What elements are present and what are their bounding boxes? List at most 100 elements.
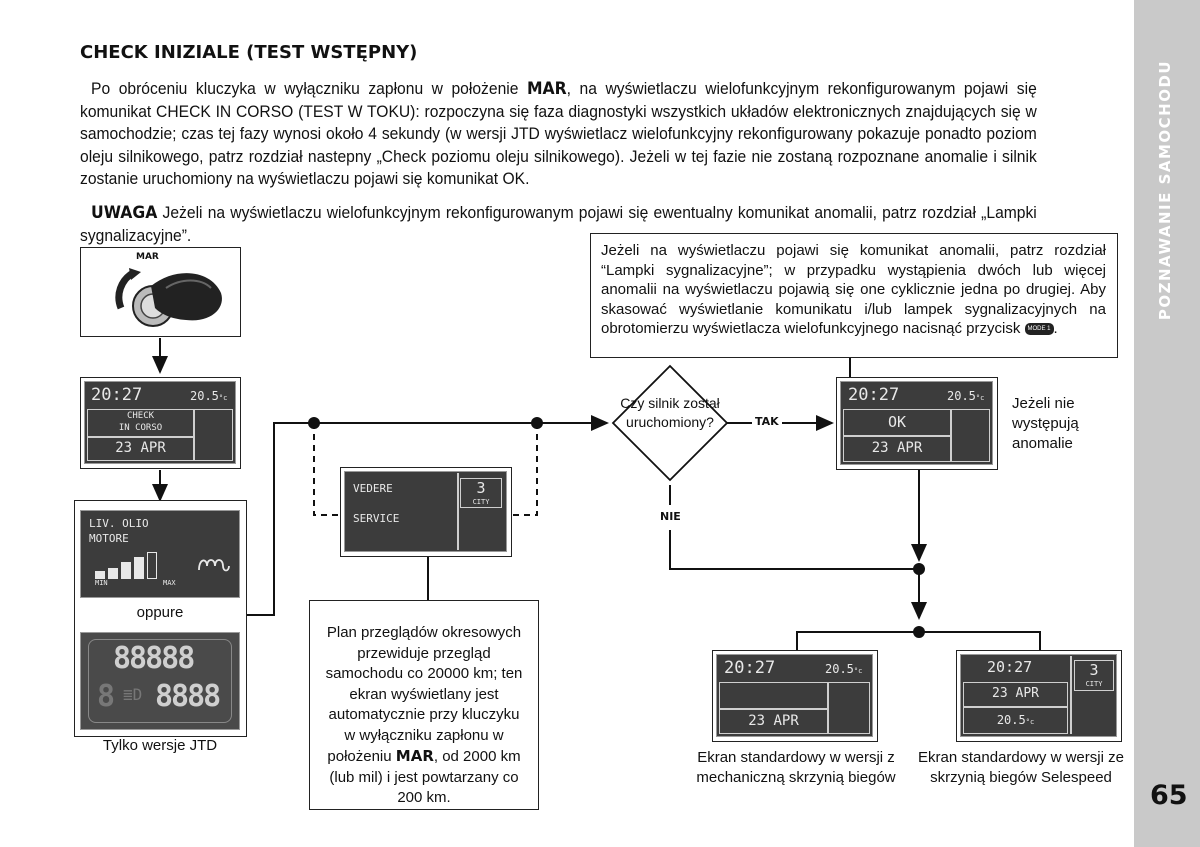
oil-level-bar [134,557,144,579]
service-gear-box: 3 CITY [460,478,502,508]
mech-side-cell [828,682,870,734]
key-position-label: MAR [136,252,159,262]
service-note-text: Plan przeglądów okresowych przewiduje pr… [322,623,526,809]
anomaly-info-text: Jeżeli na wyświetlaczu pojawi się komuni… [601,241,1106,339]
oil-min: MIN [95,579,108,587]
info-text: Jeżeli na wyświetlaczu pojawi się komuni… [601,242,1106,337]
mech-temp: 20.5°c [825,662,862,676]
ok-note: Jeżeli nie występują anomalie [1012,395,1079,452]
display-digital: 88888 8 ≣D 8888 [80,632,240,730]
ok-side-cell [951,409,990,462]
service-note-box: Plan przeglądów okresowych przewiduje pr… [309,600,539,810]
oil-level-bar [147,552,157,579]
oppure-label: oppure [136,604,184,621]
check-time: 20:27 [91,385,143,405]
decision-diamond [611,364,729,482]
check-side-cell [194,409,233,461]
ok-msg: OK [887,413,907,431]
mech-date-cell: 23 APR [719,709,828,734]
decision-question: Czy silnik został uruchomiony? [620,395,720,430]
sel-date-cell: 23 APR [963,682,1068,707]
node-merge [913,563,925,575]
sel-caption: Ekran standardowy w wersji ze skrzynią b… [918,749,1124,786]
service-note-bold: MAR [395,747,434,765]
display-ok-frame: 20:27 20.5°c OK 23 APR [836,377,998,470]
display-ok: 20:27 20.5°c OK 23 APR [840,381,993,465]
ok-date: 23 APR [871,440,923,456]
info-end: . [1053,320,1058,337]
display-check: 20:27 20.5°c CHECK IN CORSO 23 APR [84,381,236,464]
ok-time: 20:27 [848,385,900,405]
sel-mode: CITY [1085,680,1103,688]
digital-top: 88888 [113,641,195,676]
sel-temp-cell: 20.5°c [963,707,1068,734]
check-line1: CHECK [126,411,155,421]
service-unit: CITY [472,498,490,506]
intro-paragraph: Po obróceniu kluczyka w wyłączniku zapło… [80,78,1037,191]
anomaly-info-box: Jeżeli na wyświetlaczu pojawi się komuni… [590,233,1118,358]
warning-paragraph: UWAGA Jeżeli na wyświetlaczu wielofunkcy… [80,202,1037,247]
dash-left [313,423,345,516]
title-rest: (TEST WSTĘPNY) [239,42,418,63]
line-nie-to-node [669,530,919,570]
ignition-key-icon [115,268,222,327]
para2-after: Jeżeli na wyświetlaczu wielofunkcyjnym r… [80,203,1037,245]
decision-yes: TAK [755,415,779,428]
mode-button-icon: MODE 1 [1024,323,1054,336]
page-number: 65 [1150,780,1188,811]
title-bold: CHECK INIZIALE [80,42,240,63]
service-line2: SERVICE [353,512,400,525]
display-sel-frame: 20:27 23 APR 20.5°c 3 CITY [956,650,1122,742]
para2-bold: UWAGA [91,203,158,223]
display-mech: 20:27 20.5°c 23 APR [716,654,873,737]
display-oil-level: LIV. OLIO MOTORE MIN MAX [80,510,240,598]
sidebar-band [1134,0,1200,847]
oil-level-bar [108,568,118,579]
dash-right [512,423,538,516]
ok-temp-unit: °c [975,394,985,402]
mech-time: 20:27 [724,658,776,678]
check-date: 23 APR [115,440,166,456]
oil-line1: LIV. OLIO [89,517,149,530]
sel-temp-unit: °c [1025,718,1035,726]
mech-temp-value: 20.5 [825,662,854,676]
node-right [531,417,543,429]
display-check-frame: 20:27 20.5°c CHECK IN CORSO 23 APR [80,377,241,469]
digital-window [88,639,232,723]
sel-gear-box: 3 CITY [1074,660,1114,691]
ok-temp: 20.5°c [947,389,984,403]
ok-date-cell: 23 APR [843,436,951,462]
check-line2: IN CORSO [118,423,163,433]
mech-temp-unit: °c [853,667,863,675]
ok-temp-value: 20.5 [947,389,976,403]
digital-bottom-right: 8888 [155,679,221,714]
check-temp: 20.5°c [190,389,227,403]
display-service: VEDERE SERVICE 3 CITY [344,471,507,552]
para1-after: , na wyświetlaczu wielofunkcyjnym rekonf… [80,79,1037,188]
page-title: CHECK INIZIALE (TEST WSTĘPNY) [80,42,417,63]
sel-divider [1070,656,1072,734]
oil-level-bar [121,562,131,579]
node-left [308,417,320,429]
line-oil-to-node [240,422,314,616]
display-sel: 20:27 23 APR 20.5°c 3 CITY [960,654,1117,737]
oil-level-bar [95,571,105,579]
decision-no: NIE [660,510,681,523]
para1-before: Po obróceniu kluczyka w wyłączniku zapło… [91,79,527,98]
light-icon: ≣D [123,685,143,704]
sel-date: 23 APR [992,686,1039,701]
jtd-caption: Tylko wersje JTD [102,737,218,754]
sel-gear: 3 [1089,661,1099,679]
service-display-frame: VEDERE SERVICE 3 CITY [340,467,512,557]
check-temp-unit: °c [218,394,228,402]
sel-temp-value: 20.5 [996,713,1026,727]
mech-caption: Ekran standardowy w wersji z mechaniczną… [696,749,896,786]
oil-level-bars [95,549,175,579]
ok-msg-cell: OK [843,409,951,436]
ignition-key-panel [80,247,241,337]
service-line1: VEDERE [353,482,393,495]
service-note-before: Plan przeglądów okresowych przewiduje pr… [325,624,523,765]
service-number: 3 [476,479,486,497]
digital-bottom-left: 8 [97,679,116,714]
sel-temp: 20.5°c [964,713,1067,727]
